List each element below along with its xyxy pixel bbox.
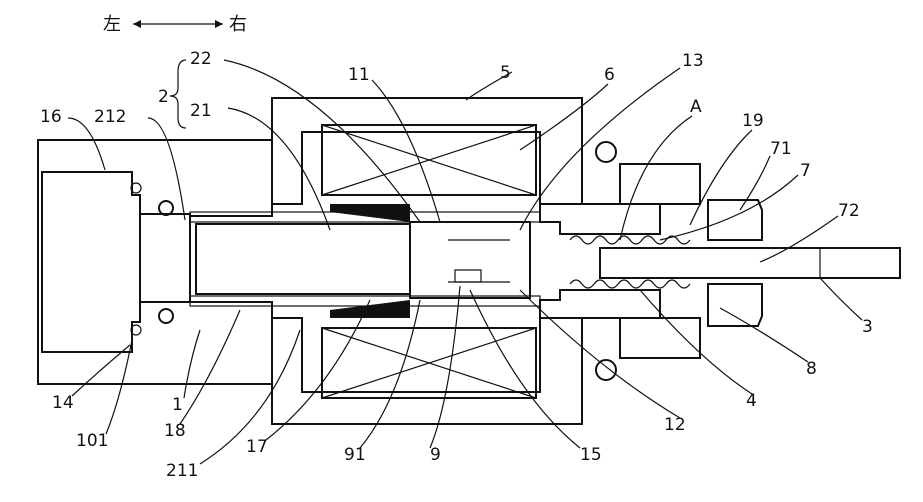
direction-right-label: 右 bbox=[229, 14, 247, 35]
label-3: 3 bbox=[862, 317, 873, 337]
label-18: 18 bbox=[164, 421, 186, 441]
label-101: 101 bbox=[76, 431, 108, 451]
coil-6 bbox=[322, 125, 536, 398]
label-2: 2 bbox=[158, 87, 169, 107]
direction-left-label: 左 bbox=[103, 14, 121, 35]
label-72: 72 bbox=[838, 201, 860, 221]
label-a: A bbox=[690, 97, 702, 117]
label-212: 212 bbox=[94, 107, 126, 127]
label-14: 14 bbox=[52, 393, 74, 413]
label-211: 211 bbox=[166, 461, 198, 481]
label-5: 5 bbox=[500, 63, 511, 83]
moving-core-11 bbox=[410, 222, 530, 298]
part-labels: 16 212 2 22 21 11 5 6 13 A 19 71 7 72 3 … bbox=[40, 49, 873, 481]
brace-2 bbox=[170, 60, 186, 128]
valve-body-1 bbox=[38, 140, 272, 384]
connector-19 bbox=[596, 142, 700, 380]
sleeve-21 bbox=[190, 212, 540, 306]
o-rings-left bbox=[131, 183, 173, 335]
label-91: 91 bbox=[344, 445, 366, 465]
direction-indicator: 左 右 bbox=[103, 14, 247, 35]
label-12: 12 bbox=[664, 415, 686, 435]
plug-16 bbox=[42, 172, 140, 352]
label-17: 17 bbox=[246, 437, 268, 457]
spring-4 bbox=[570, 236, 690, 288]
shaft-3 bbox=[600, 248, 900, 278]
label-71: 71 bbox=[770, 139, 792, 159]
label-16: 16 bbox=[40, 107, 62, 127]
label-19: 19 bbox=[742, 111, 764, 131]
label-7: 7 bbox=[800, 161, 811, 181]
static-core-18 bbox=[196, 224, 410, 294]
label-11: 11 bbox=[348, 65, 370, 85]
label-9: 9 bbox=[430, 445, 441, 465]
label-21: 21 bbox=[190, 101, 212, 121]
label-22: 22 bbox=[190, 49, 212, 69]
label-1: 1 bbox=[172, 395, 183, 415]
label-8: 8 bbox=[806, 359, 817, 379]
label-4: 4 bbox=[746, 391, 757, 411]
label-6: 6 bbox=[604, 65, 615, 85]
label-15: 15 bbox=[580, 445, 602, 465]
label-13: 13 bbox=[682, 51, 704, 71]
nut-7 bbox=[708, 200, 762, 326]
inner-chamber bbox=[140, 214, 190, 302]
